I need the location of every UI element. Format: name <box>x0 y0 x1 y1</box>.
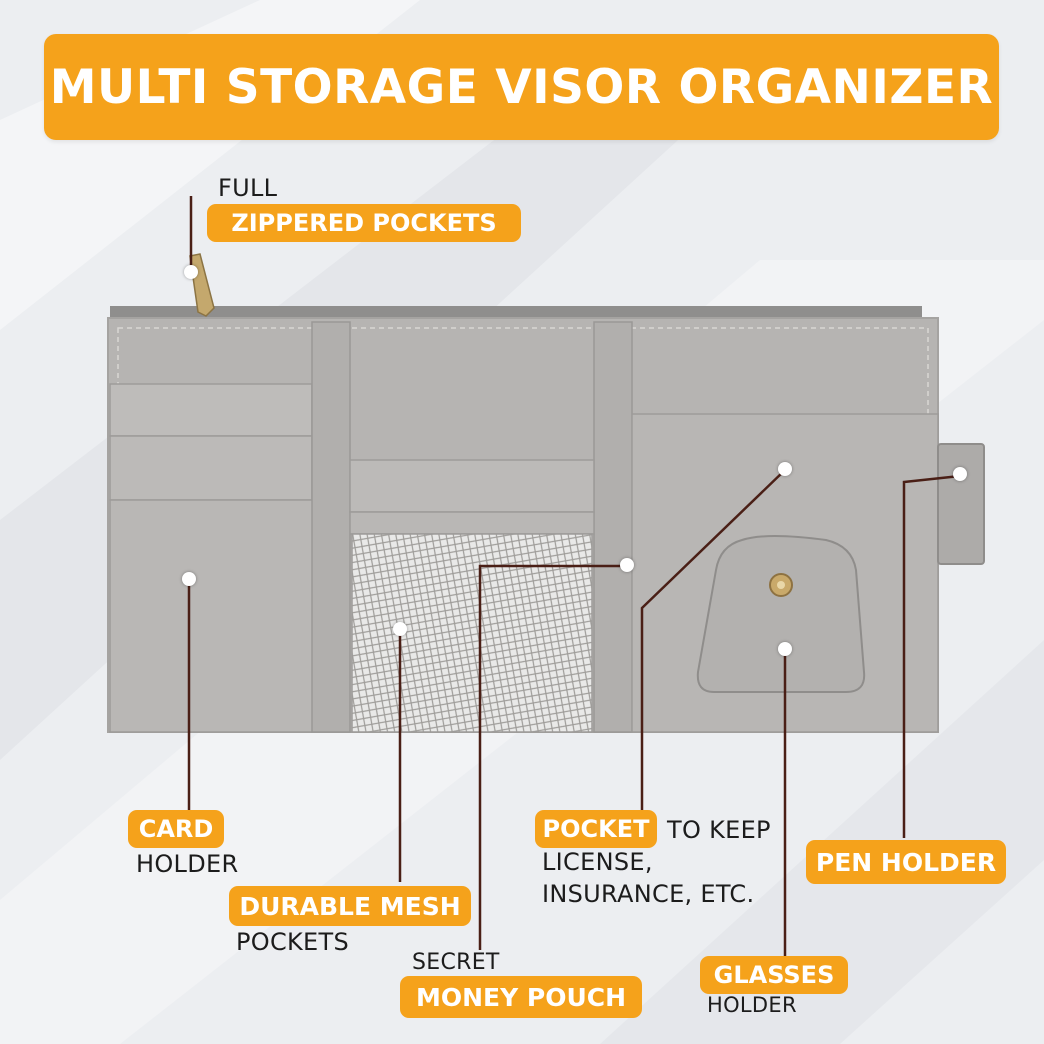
card-post-label: HOLDER <box>136 850 239 878</box>
glasses-highlight-label: GLASSES <box>700 956 848 994</box>
mesh-highlight-label: DURABLE MESH <box>229 886 471 926</box>
pocket-line2-label: LICENSE, <box>542 848 653 876</box>
glasses-post-label: HOLDER <box>707 993 797 1017</box>
card-highlight-label: CARD <box>128 810 224 848</box>
pen-highlight-label: PEN HOLDER <box>806 840 1006 884</box>
money-pouch-dot <box>620 558 634 572</box>
pocket-dot <box>778 462 792 476</box>
title-banner: MULTI STORAGE VISOR ORGANIZER <box>44 34 999 140</box>
pocket-inline-label: TO KEEP <box>667 816 771 844</box>
mesh-dot <box>393 622 407 636</box>
pen-holder-dot <box>953 467 967 481</box>
page-title: MULTI STORAGE VISOR ORGANIZER <box>49 59 994 115</box>
mesh-post-label: POCKETS <box>236 928 350 956</box>
money-pre-label: SECRET <box>412 950 500 975</box>
money-highlight-label: MONEY POUCH <box>400 976 642 1018</box>
pocket-line3-label: INSURANCE, ETC. <box>542 880 755 908</box>
zipper-pre-label: FULL <box>218 174 278 202</box>
card-holder-dot <box>182 572 196 586</box>
zipper-highlight-label: ZIPPERED POCKETS <box>207 204 521 242</box>
pocket-highlight-label: POCKET <box>535 810 657 848</box>
glasses-dot <box>778 642 792 656</box>
zipper-dot <box>184 265 198 279</box>
